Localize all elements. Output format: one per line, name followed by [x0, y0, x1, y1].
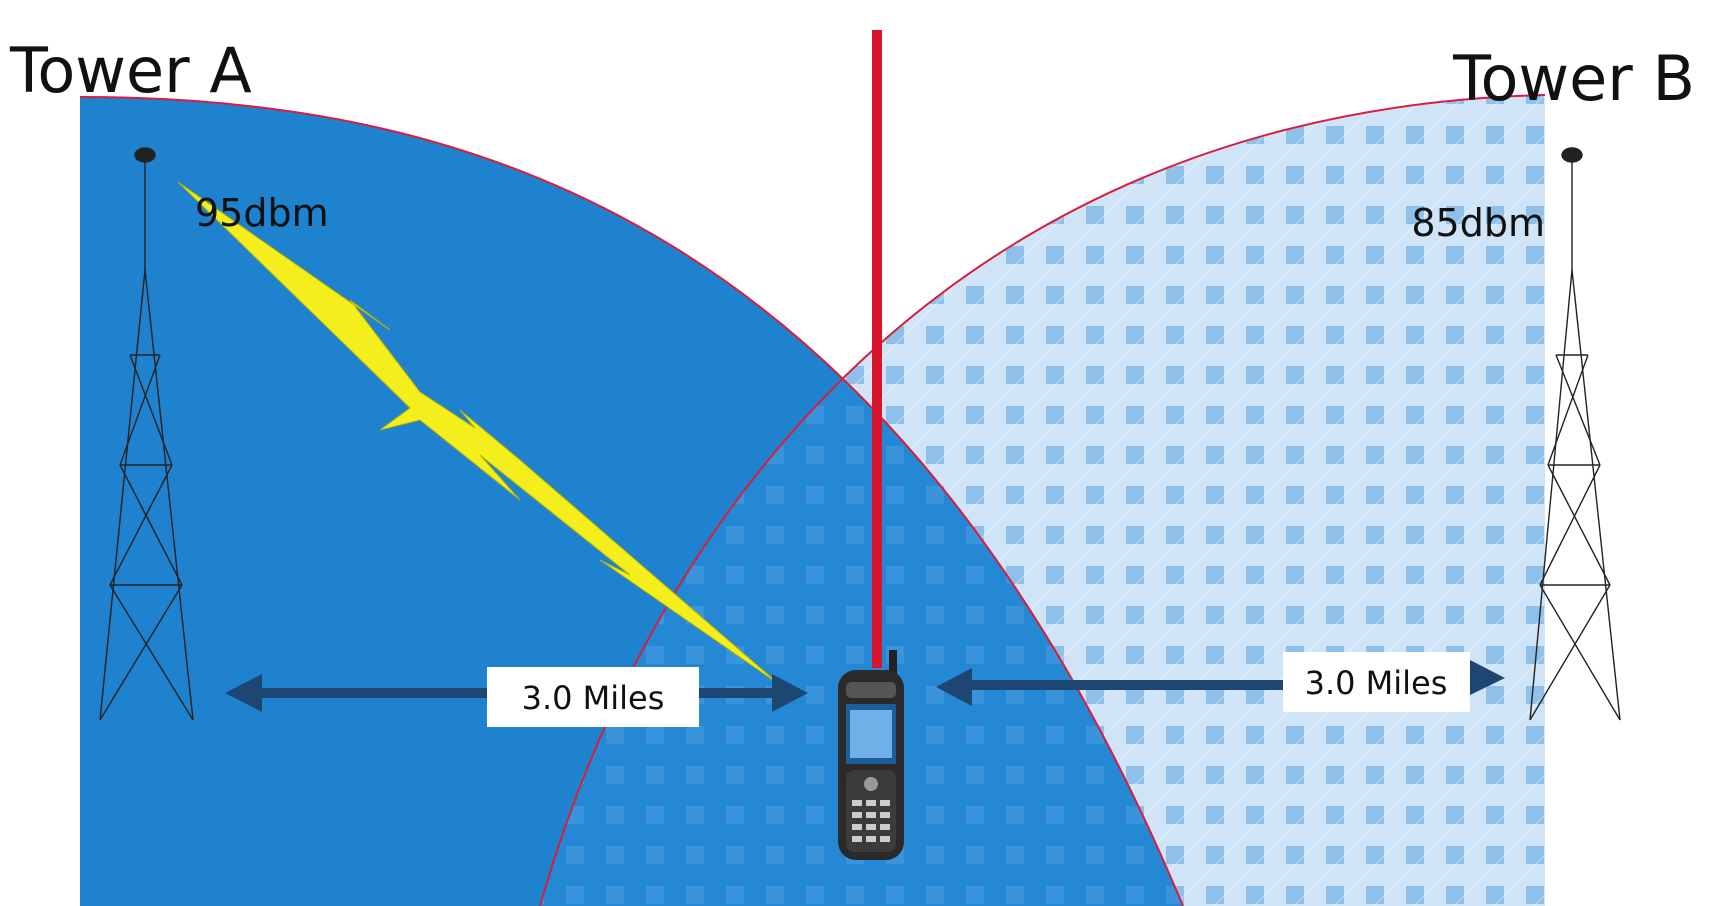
- tower-a-signal: 95dbm: [195, 191, 329, 235]
- tower-a-title: Tower A: [9, 34, 252, 107]
- distance-label-left-box: [487, 667, 699, 727]
- lightning-bolt-icon: [177, 181, 781, 686]
- distance-label-right: 3.0 Miles: [1305, 664, 1448, 702]
- coverage-boundary-b: [539, 94, 1546, 906]
- distance-label-left: 3.0 Miles: [522, 679, 665, 717]
- tower-b-signal: 85dbm: [1411, 201, 1545, 245]
- cell-phone-icon: [838, 650, 904, 860]
- tower-b-title: Tower B: [1452, 42, 1695, 115]
- tower-a-icon: [99, 147, 194, 721]
- double-arrow-right: [936, 660, 1505, 706]
- distance-label-right-box: [1283, 652, 1470, 712]
- tower-b-icon: [1529, 147, 1621, 721]
- coverage-boundary-a: [79, 96, 1184, 906]
